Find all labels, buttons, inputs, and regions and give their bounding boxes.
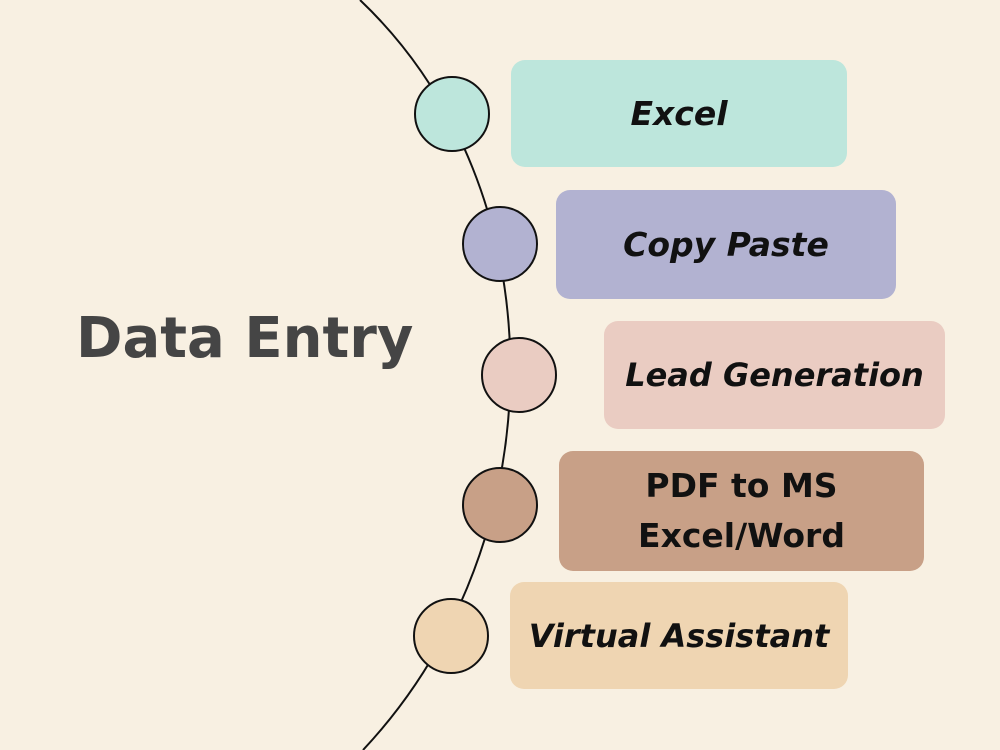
node-circle-0	[414, 76, 490, 152]
item-label-pdf-to-ms: PDF to MS Excel/Word	[638, 466, 845, 555]
item-box-copy-paste: Copy Paste	[556, 190, 896, 299]
item-label-copy-paste: Copy Paste	[623, 224, 829, 264]
diagram-title: Data Entry	[76, 306, 414, 371]
node-circle-2	[481, 337, 557, 413]
item-label-virtual-assistant: Virtual Assistant	[528, 616, 830, 655]
item-box-pdf-to-ms: PDF to MS Excel/Word	[559, 451, 924, 571]
item-label-lead-generation: Lead Generation	[625, 356, 924, 394]
item-box-virtual-assistant: Virtual Assistant	[510, 582, 848, 689]
node-circle-4	[413, 598, 489, 674]
item-label-excel: Excel	[630, 93, 728, 133]
item-box-lead-generation: Lead Generation	[604, 321, 945, 429]
node-circle-1	[462, 206, 538, 282]
item-box-excel: Excel	[511, 60, 847, 167]
node-circle-3	[462, 467, 538, 543]
